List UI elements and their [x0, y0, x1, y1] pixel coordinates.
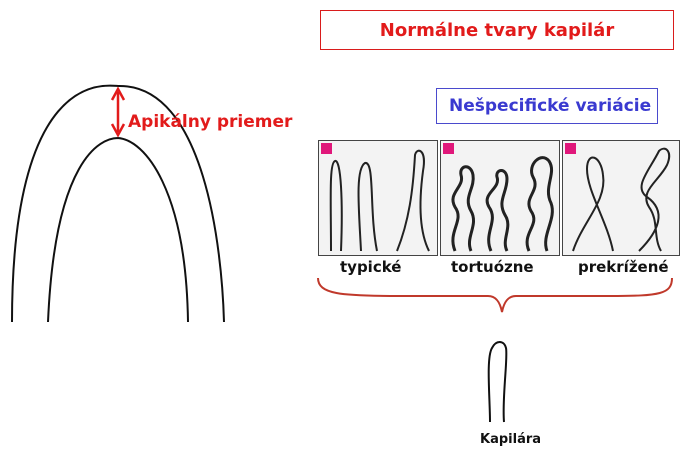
panel-badge — [443, 143, 454, 154]
capillary-label: Kapilára — [480, 432, 541, 447]
panel-tortuous — [440, 140, 560, 256]
panel-badge — [565, 143, 576, 154]
capillary-loop-diagram — [0, 0, 320, 340]
label-tortuous: tortuózne — [451, 258, 534, 276]
grouping-brace — [310, 276, 680, 316]
crossed-capillaries-image — [563, 141, 678, 254]
label-crossed: prekrížené — [578, 258, 669, 276]
panel-typical — [318, 140, 438, 256]
tortuous-capillaries-image — [441, 141, 558, 254]
label-typical: typické — [340, 258, 401, 276]
apical-diameter-arrow — [112, 89, 124, 135]
typical-capillaries-image — [319, 141, 436, 254]
normal-shapes-title: Normálne tvary kapilár — [320, 10, 674, 50]
apical-diameter-label: Apikálny priemer — [128, 112, 292, 132]
nonspecific-variations-title: Nešpecifické variácie — [436, 88, 658, 124]
panel-crossed — [562, 140, 680, 256]
single-capillary-image — [478, 338, 518, 424]
panel-badge — [321, 143, 332, 154]
inner-capillary-wall — [48, 138, 188, 322]
